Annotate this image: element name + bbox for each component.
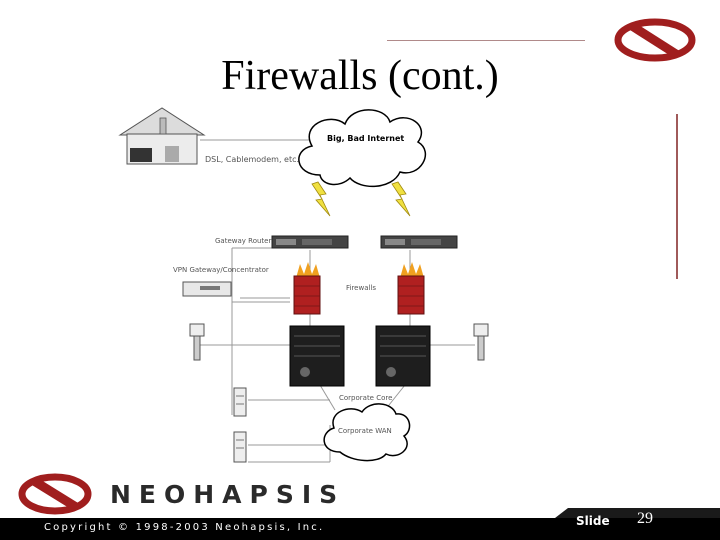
server-icon	[233, 431, 247, 463]
gateway-label: Gateway Routers	[215, 237, 275, 245]
slide-label: Slide	[576, 514, 610, 528]
internet-cloud	[298, 109, 427, 188]
home-icon	[118, 107, 206, 165]
vpn-concentrator-icon	[182, 281, 232, 297]
home-label: DSL, Cablemodem, etc.	[205, 155, 299, 164]
kiosk-icon	[189, 323, 205, 361]
core-switch-icon	[375, 325, 431, 387]
side-rule	[676, 114, 678, 279]
brand-wordmark: NEOHAPSIS	[110, 480, 346, 509]
neohapsis-logo-top	[614, 18, 696, 62]
firewall-icon	[397, 262, 425, 315]
server-icon	[233, 387, 247, 417]
firewall-icon	[293, 262, 321, 315]
corporate-wan-label: Corporate WAN	[338, 427, 392, 435]
corporate-wan-cloud	[323, 403, 411, 462]
firewalls-label: Firewalls	[346, 284, 376, 292]
lightning-icon	[311, 181, 411, 217]
neohapsis-logo-bottom	[18, 473, 92, 515]
router-icon	[271, 235, 349, 249]
kiosk-icon	[473, 323, 489, 361]
footer-bar	[0, 518, 720, 540]
network-links	[198, 139, 475, 463]
core-switch-icon	[289, 325, 345, 387]
vpn-label: VPN Gateway/Concentrator	[173, 266, 269, 274]
slide-title: Firewalls (cont.)	[221, 53, 499, 99]
router-icon	[380, 235, 458, 249]
slide-number: 29	[637, 510, 653, 527]
internet-label: Big, Bad Internet	[327, 134, 404, 143]
copyright-text: Copyright © 1998-2003 Neohapsis, Inc.	[44, 522, 325, 533]
title-rule	[387, 40, 585, 41]
corporate-core-label: Corporate Core	[339, 394, 392, 402]
